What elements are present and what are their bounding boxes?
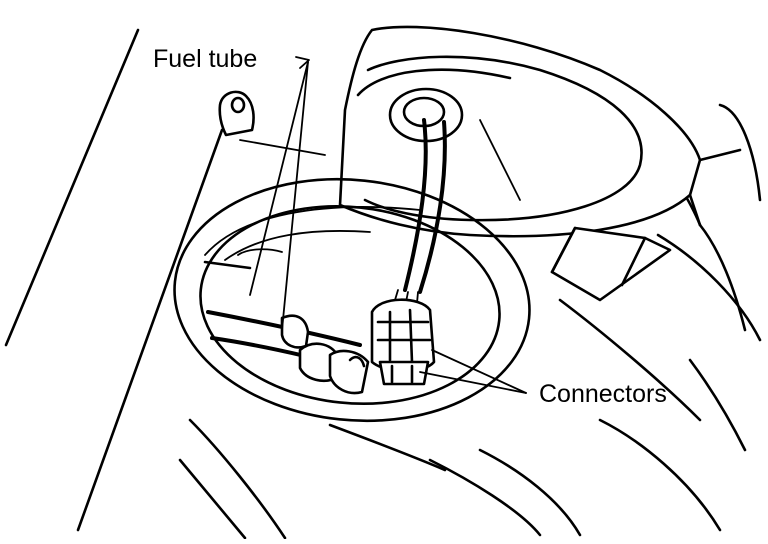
bracket-block [550,226,672,302]
fuel-tube-label: Fuel tube [153,45,257,73]
pump-cover [338,25,742,238]
body-panel-outline [4,28,762,540]
electrical-connector [370,298,436,386]
connectors-label: Connectors [539,380,667,408]
mounting-tab [218,90,255,137]
leader-lines [249,56,527,394]
fuel-tubes [206,310,370,395]
tank-opening [173,177,531,423]
